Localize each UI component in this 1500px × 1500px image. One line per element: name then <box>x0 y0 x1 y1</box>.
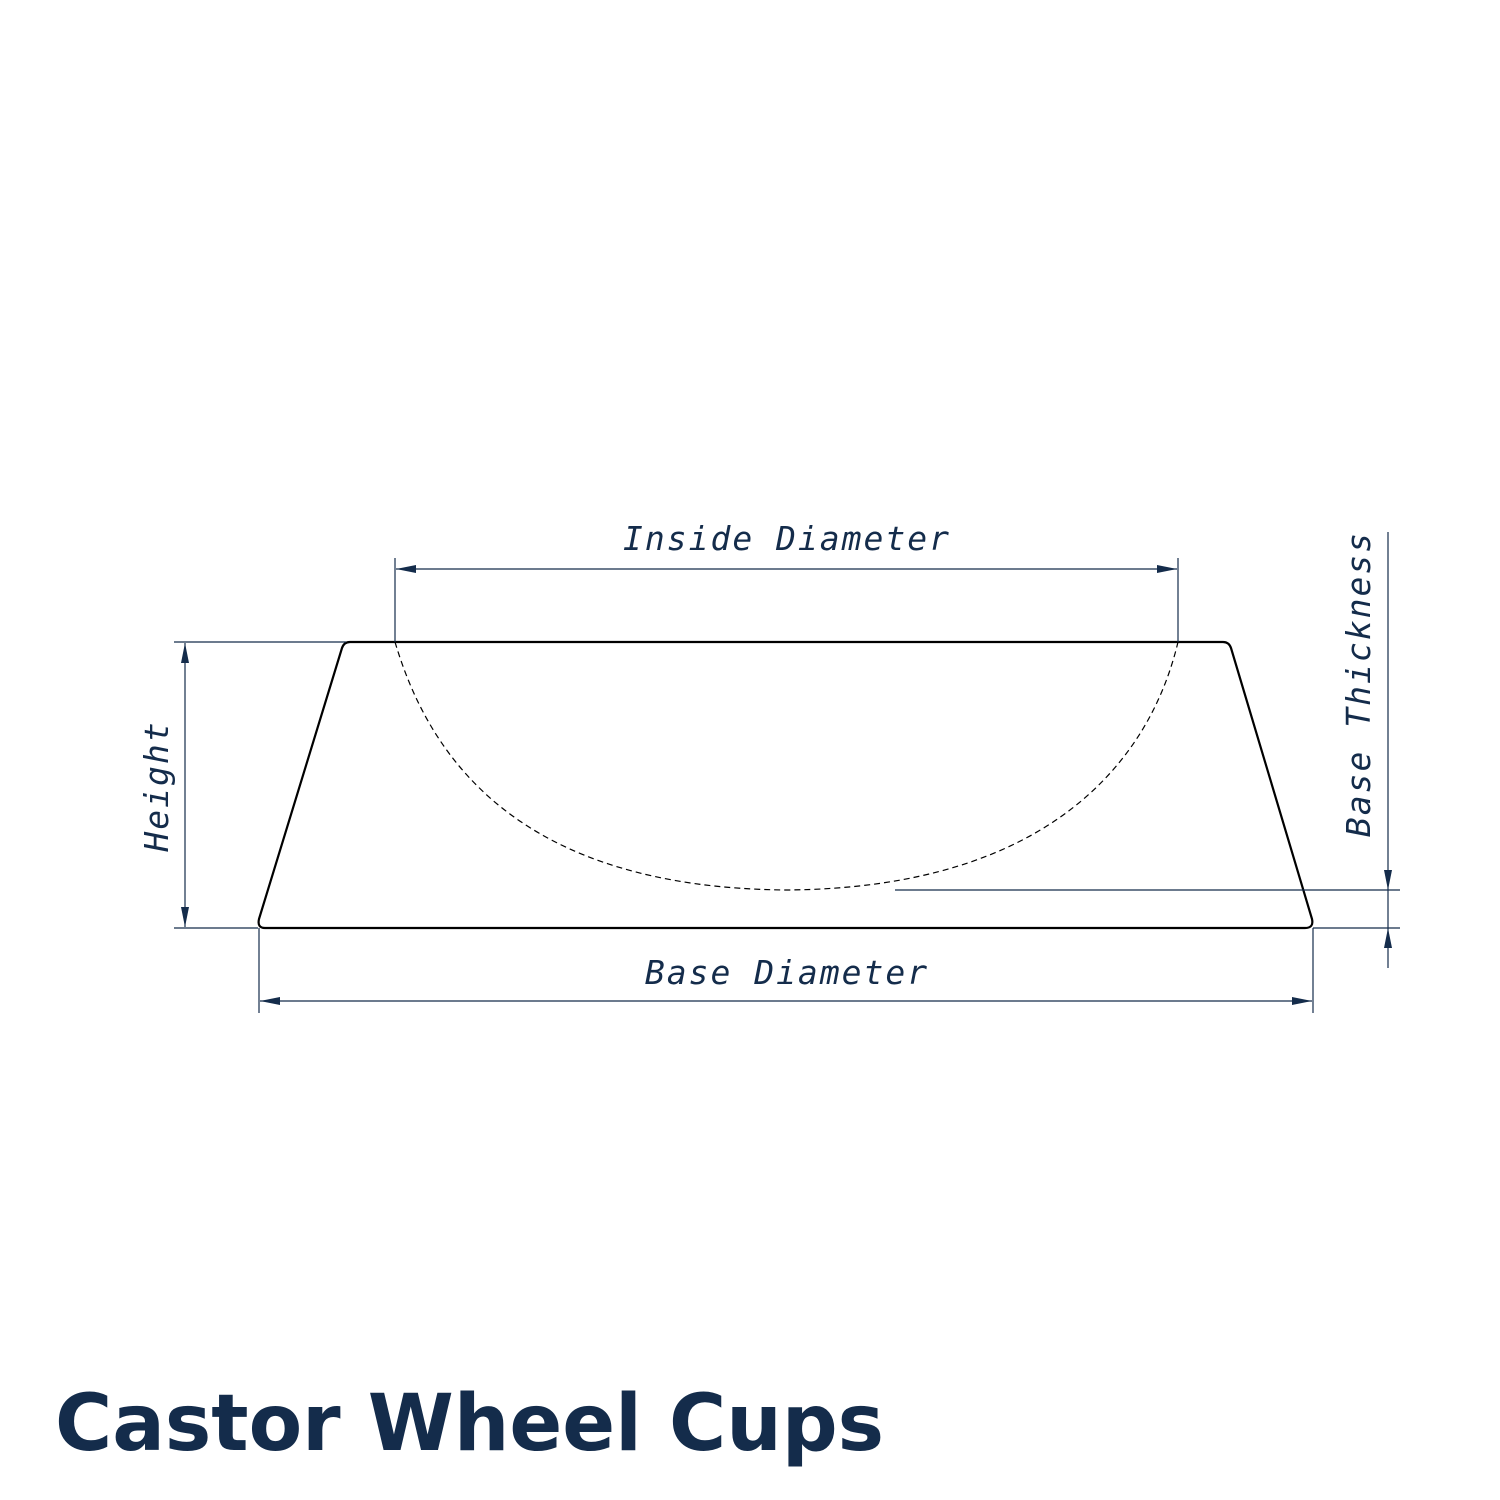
base-diameter-label: Base Diameter <box>645 953 929 992</box>
inside-diameter-label: Inside Diameter <box>623 519 951 558</box>
base-diameter-dimension <box>258 928 1314 1013</box>
height-label: Height <box>137 720 176 852</box>
inner-cavity-hidden-line <box>394 641 1179 891</box>
inside-diameter-dimension <box>394 558 1179 642</box>
cup-outline <box>257 640 1314 930</box>
height-dimension <box>174 641 346 929</box>
base-thickness-label: Base Thickness <box>1339 531 1378 837</box>
base-thickness-dimension <box>895 532 1400 968</box>
page-title: Castor Wheel Cups <box>55 1379 885 1469</box>
